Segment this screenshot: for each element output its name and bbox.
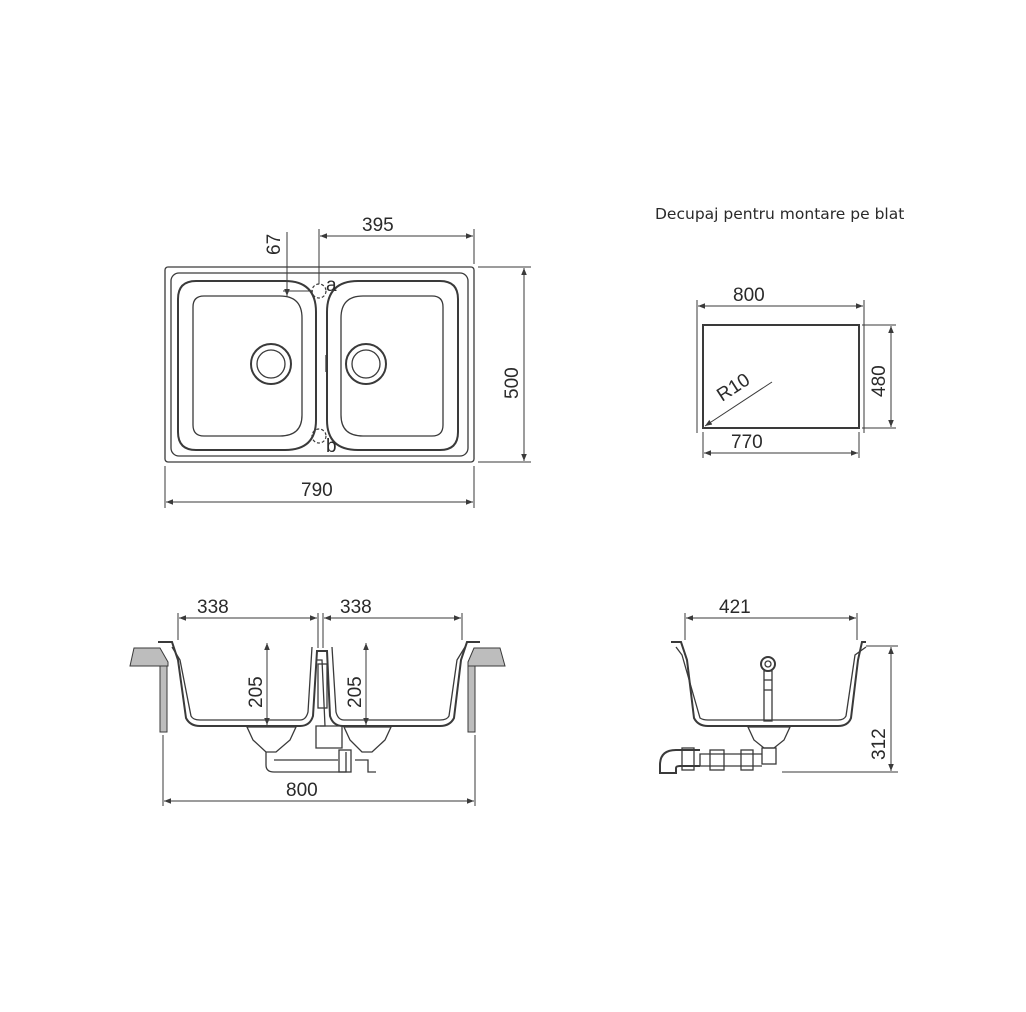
- dim-800f-label: 800: [286, 780, 318, 801]
- sink-rim: [170, 272, 469, 457]
- connecting-trap: [265, 752, 347, 773]
- siphon-junction: [338, 749, 352, 773]
- left-drain-inner: [256, 349, 286, 379]
- cutout-view: Decupaj pentru montare pe blat 800 770 4…: [655, 205, 904, 458]
- side-drain-body: [746, 726, 792, 749]
- right-bowl-section-inner: [331, 646, 466, 721]
- tap-hole-a-icon: [311, 283, 327, 299]
- countertop-left: [129, 647, 169, 667]
- dim-67-label: 67: [264, 234, 285, 255]
- right-drain-body: [342, 726, 393, 753]
- dim-338r-label: 338: [340, 597, 372, 618]
- dim-205l-label: 205: [246, 676, 267, 708]
- tap-hole-b-icon: [311, 428, 327, 444]
- outlet-pipe: [355, 759, 376, 773]
- right-drain-icon: [345, 343, 387, 385]
- right-bowl-inner: [340, 295, 444, 437]
- dim-395-label: 395: [362, 215, 394, 236]
- dim-r10-leader: [704, 381, 773, 427]
- overflow-connector: [315, 725, 343, 749]
- left-bowl-section-inner: [171, 646, 313, 721]
- side-bowl-inner: [675, 646, 867, 721]
- dim-500-label: 500: [502, 367, 523, 399]
- dim-790-label: 790: [301, 480, 333, 501]
- top-view: a b 395 67 500 790: [164, 215, 531, 508]
- dim-800-label: 800: [733, 285, 765, 306]
- cutout-title: Decupaj pentru montare pe blat: [655, 205, 904, 223]
- right-drain-inner: [351, 349, 381, 379]
- sink-section-outer: [158, 641, 480, 727]
- dim-770-label: 770: [731, 432, 763, 453]
- side-overflow-icon: [760, 656, 776, 672]
- side-overflow-inner: [764, 660, 772, 668]
- left-bowl-outer: [177, 280, 317, 451]
- dim-338l-label: 338: [197, 597, 229, 618]
- left-drain-icon: [250, 343, 292, 385]
- dim-205r-label: 205: [345, 676, 366, 708]
- right-bowl-outer: [326, 280, 459, 451]
- left-drain-body: [245, 726, 298, 753]
- overflow-tube: [317, 663, 328, 709]
- left-bowl-inner: [192, 295, 303, 437]
- dim-r10-label: R10: [713, 370, 754, 407]
- side-trap-body: [761, 747, 777, 765]
- side-bowl-outer: [671, 641, 866, 727]
- countertop-right: [467, 647, 506, 667]
- front-section: 338 338 205 205 800: [129, 597, 506, 806]
- side-pipe-nut: [740, 749, 754, 771]
- cabinet-wall-left: [159, 665, 168, 733]
- side-outlet-pipe: [699, 753, 762, 767]
- dim-480-label: 480: [869, 365, 890, 397]
- cutout-rectangle: [702, 324, 860, 429]
- tap-label-a: a: [326, 275, 337, 296]
- dim-312-label: 312: [869, 728, 890, 760]
- side-elbow: [659, 749, 700, 774]
- side-elbow-coupling: [681, 747, 695, 771]
- side-section: 421 312: [659, 597, 898, 774]
- dim-421-label: 421: [719, 597, 751, 618]
- cabinet-wall-right: [467, 665, 476, 733]
- side-pipe-coupling: [709, 749, 725, 771]
- tap-label-b: b: [326, 436, 337, 457]
- side-overflow-tube: [763, 670, 773, 722]
